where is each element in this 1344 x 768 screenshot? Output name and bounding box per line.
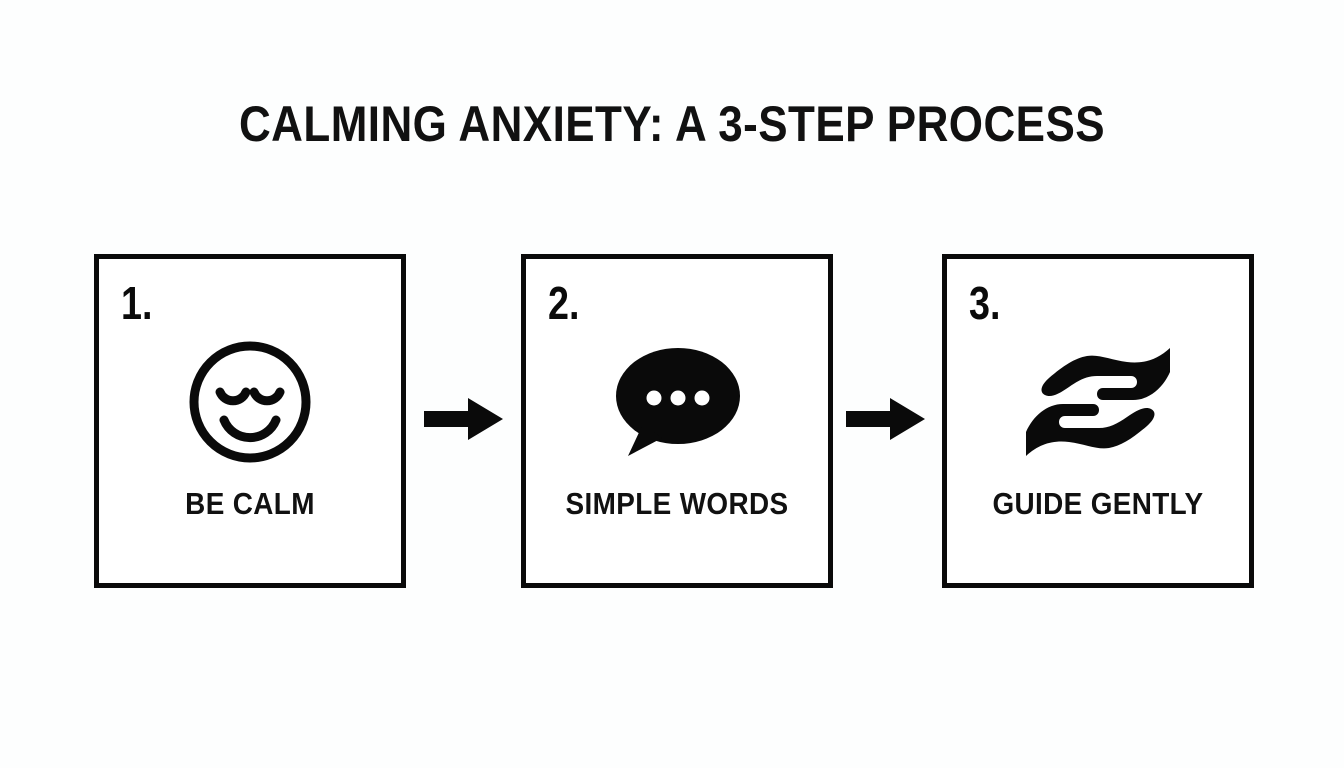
caring-hands-icon <box>1026 348 1170 456</box>
steps-row: 1. BE CALM 2. <box>94 254 1254 588</box>
step-card-2: 2. SIMPLE WORDS <box>521 254 833 588</box>
step-number-2: 2. <box>548 277 580 329</box>
step-icon-1-wrap <box>99 317 401 487</box>
speech-bubble-ellipsis-icon <box>616 348 740 456</box>
step-number-3: 3. <box>969 277 1001 329</box>
arrow-right-icon <box>846 398 925 440</box>
page-title: CALMING ANXIETY: A 3-STEP PROCESS <box>238 96 1106 152</box>
step-card-1: 1. BE CALM <box>94 254 406 588</box>
step-icon-2-wrap <box>526 317 828 487</box>
arrow-right-icon <box>424 398 503 440</box>
step-label-1: BE CALM <box>185 486 315 521</box>
step-label-3: GUIDE GENTLY <box>992 486 1204 521</box>
step-label-2: SIMPLE WORDS <box>565 486 789 521</box>
connector-arrow-2 <box>846 396 926 442</box>
step-icon-3-wrap <box>947 317 1249 487</box>
step-card-3: 3. GUIDE GENTLY <box>942 254 1254 588</box>
connector-arrow-1 <box>424 396 504 442</box>
calm-face-icon <box>189 341 311 463</box>
step-number-1: 1. <box>121 277 153 329</box>
